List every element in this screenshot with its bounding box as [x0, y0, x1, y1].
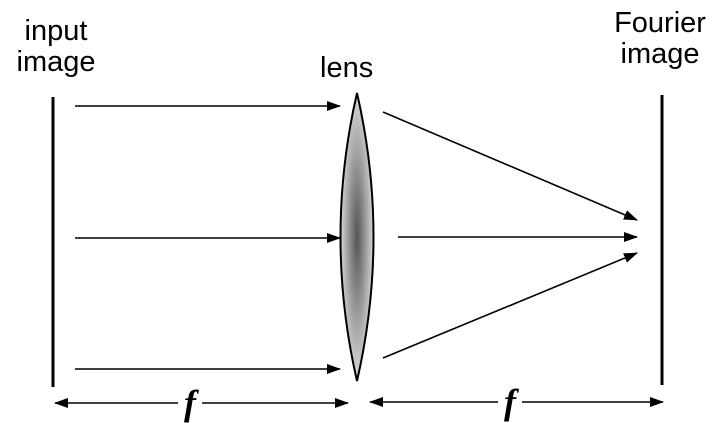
lens-label: lens	[320, 52, 374, 84]
fourier-image-label: Fourier image	[606, 8, 714, 70]
input-image-label-line2: image	[16, 46, 96, 78]
lens	[339, 92, 375, 382]
fourier-image-label-line2: image	[620, 38, 700, 70]
input-image-label: input image	[6, 16, 106, 78]
converging-ray-top	[382, 111, 638, 221]
focal-length-left-label: f	[178, 385, 202, 421]
converging-ray-bottom	[382, 252, 638, 359]
input-image-label-line1: input	[24, 15, 88, 47]
fourier-image-label-line1: Fourier	[614, 7, 706, 39]
focal-length-right-label: f	[498, 384, 522, 420]
